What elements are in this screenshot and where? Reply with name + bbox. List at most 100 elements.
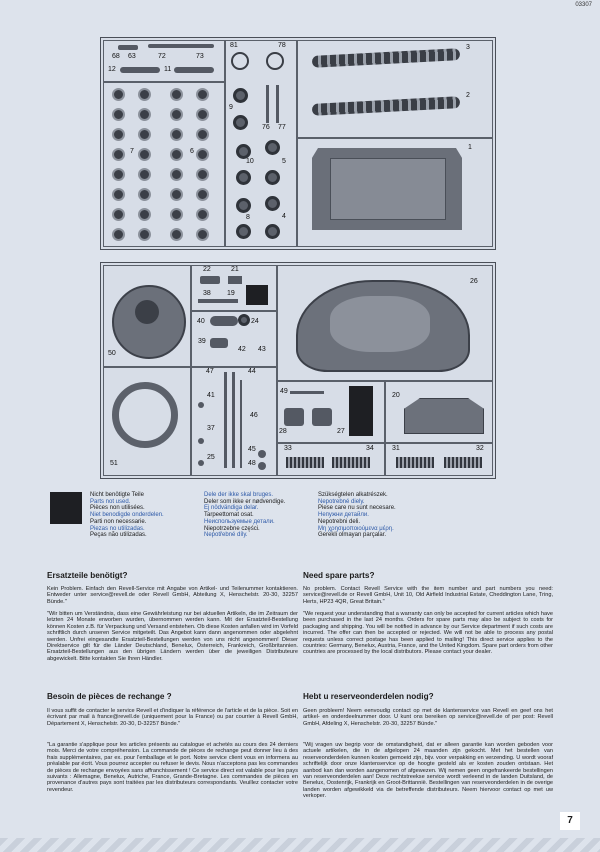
paragraph-fr-1: Il vous suffit de contacter le service R… xyxy=(47,708,298,727)
legend-column-1: Nicht benötigte Teile Parts not used. Pi… xyxy=(90,492,164,539)
legend-item: Parts not used. xyxy=(90,498,131,505)
small-part xyxy=(148,44,214,48)
hull-inner xyxy=(330,158,446,220)
small-part xyxy=(312,408,332,426)
legend-item: Gerekli olmayan parçalar. xyxy=(318,532,387,539)
part-number: 37 xyxy=(207,425,215,432)
legend-item: Parti non necessarie. xyxy=(90,518,147,525)
part-number: 12 xyxy=(108,66,116,73)
legend-item: Peças não utilizadas. xyxy=(90,532,147,539)
part-number: 20 xyxy=(392,392,400,399)
ring-part xyxy=(231,52,249,70)
small-part xyxy=(210,316,238,326)
turret-detail xyxy=(330,296,430,352)
part-number: 19 xyxy=(227,290,235,297)
legend-item: Ej nödvändiga delar. xyxy=(204,505,259,512)
heading-fr: Besoin de pièces de rechange ? xyxy=(47,692,172,701)
part-number: 49 xyxy=(280,388,288,395)
part-number: 51 xyxy=(110,460,118,467)
legend-item: Непужни детайли. xyxy=(318,512,369,519)
grille-part xyxy=(444,457,482,468)
part-number: 43 xyxy=(258,346,266,353)
part-number: 34 xyxy=(366,445,374,452)
small-part xyxy=(118,45,138,50)
part-number: 25 xyxy=(207,454,215,461)
small-part xyxy=(228,276,242,284)
part-number: 68 xyxy=(112,53,120,60)
paragraph-de-1: Kein Problem. Einfach den Revell-Service… xyxy=(47,586,298,605)
part-number: 4 xyxy=(282,213,286,220)
rod-part xyxy=(240,380,242,468)
part-number: 81 xyxy=(230,42,238,49)
part-number: 6 xyxy=(190,148,194,155)
part-number: 27 xyxy=(337,428,345,435)
small-part xyxy=(210,338,228,348)
small-part xyxy=(284,408,304,426)
legend-item: Неиспользуемые детали. xyxy=(204,518,275,525)
part-number: 78 xyxy=(278,42,286,49)
part-number: 9 xyxy=(229,104,233,111)
small-part xyxy=(258,462,266,470)
part-number: 50 xyxy=(108,350,116,357)
part-number: 76 xyxy=(262,124,270,131)
part-number: 3 xyxy=(466,44,470,51)
page-number: 7 xyxy=(560,812,580,830)
ring-part xyxy=(266,52,284,70)
round-part xyxy=(238,314,250,326)
legend-column-3: Szükségtelen alkatrészek. Nepotrebné die… xyxy=(318,492,396,539)
not-used-marker xyxy=(349,386,373,436)
part-number: 45 xyxy=(248,446,256,453)
legend-item: Deler som ikke er nødvendige. xyxy=(204,498,286,505)
turret-hatch-inner xyxy=(135,300,159,324)
road-wheel-large xyxy=(265,224,280,239)
small-part xyxy=(198,299,238,303)
small-part xyxy=(198,438,204,444)
part-number: 5 xyxy=(282,158,286,165)
legend-item: Nepotrebni deli. xyxy=(318,518,361,525)
part-number: 41 xyxy=(207,392,215,399)
part-number: 73 xyxy=(196,53,204,60)
not-used-legend-swatch xyxy=(50,492,82,524)
paragraph-nl-2: "Wij vragen uw begrip voor de omstandigh… xyxy=(303,742,553,800)
part-number: 42 xyxy=(238,346,246,353)
small-part xyxy=(120,67,160,73)
small-part xyxy=(198,460,204,466)
small-part xyxy=(174,67,214,73)
decorative-footer-pattern xyxy=(0,838,600,852)
part-number: 48 xyxy=(248,460,256,467)
heading-nl: Hebt u reserveonderdelen nodig? xyxy=(303,692,434,701)
legend-item: Nicht benötigte Teile xyxy=(90,492,144,498)
part-number: 39 xyxy=(198,338,206,345)
paragraph-nl-1: Geen probleem! Neem eenvoudig contact op… xyxy=(303,708,553,727)
drive-sprocket xyxy=(236,144,251,159)
drive-sprocket xyxy=(236,198,251,213)
part-number: 46 xyxy=(250,412,258,419)
part-number: 77 xyxy=(278,124,286,131)
legend-column-2: Dele der ikke skal bruges. Deler som ikk… xyxy=(204,492,285,539)
idler-wheel xyxy=(233,88,248,103)
part-number: 22 xyxy=(203,266,211,273)
small-part xyxy=(198,402,204,408)
part-number: 11 xyxy=(164,66,172,73)
legend-item: Niepotrzebne części. xyxy=(204,525,260,532)
legend-item: Nepotřebné díly. xyxy=(204,532,248,539)
grille-part xyxy=(332,457,370,468)
legend-item: Tarpeettomat osat. xyxy=(204,512,254,519)
part-number: 28 xyxy=(279,428,287,435)
engine-deck-part xyxy=(404,398,484,434)
road-wheel-large xyxy=(265,196,280,211)
drive-sprocket xyxy=(236,170,251,185)
rod-part xyxy=(266,85,269,123)
legend-item: Szükségtelen alkatrészek. xyxy=(318,492,388,498)
rod-part xyxy=(232,372,235,468)
legend-item: Piezas no utilizadas. xyxy=(90,525,145,532)
paragraph-en-2: "We request your understanding that a wa… xyxy=(303,611,553,656)
paragraph-fr-2: "La garantie s'applique pour les article… xyxy=(47,742,298,793)
legend-item: Piese care nu sunt necesare. xyxy=(318,505,396,512)
part-number: 10 xyxy=(246,158,254,165)
part-number: 72 xyxy=(158,53,166,60)
mantlet-part xyxy=(112,382,178,448)
drive-sprocket xyxy=(236,224,251,239)
part-number: 1 xyxy=(468,144,472,151)
part-number: 26 xyxy=(470,278,478,285)
